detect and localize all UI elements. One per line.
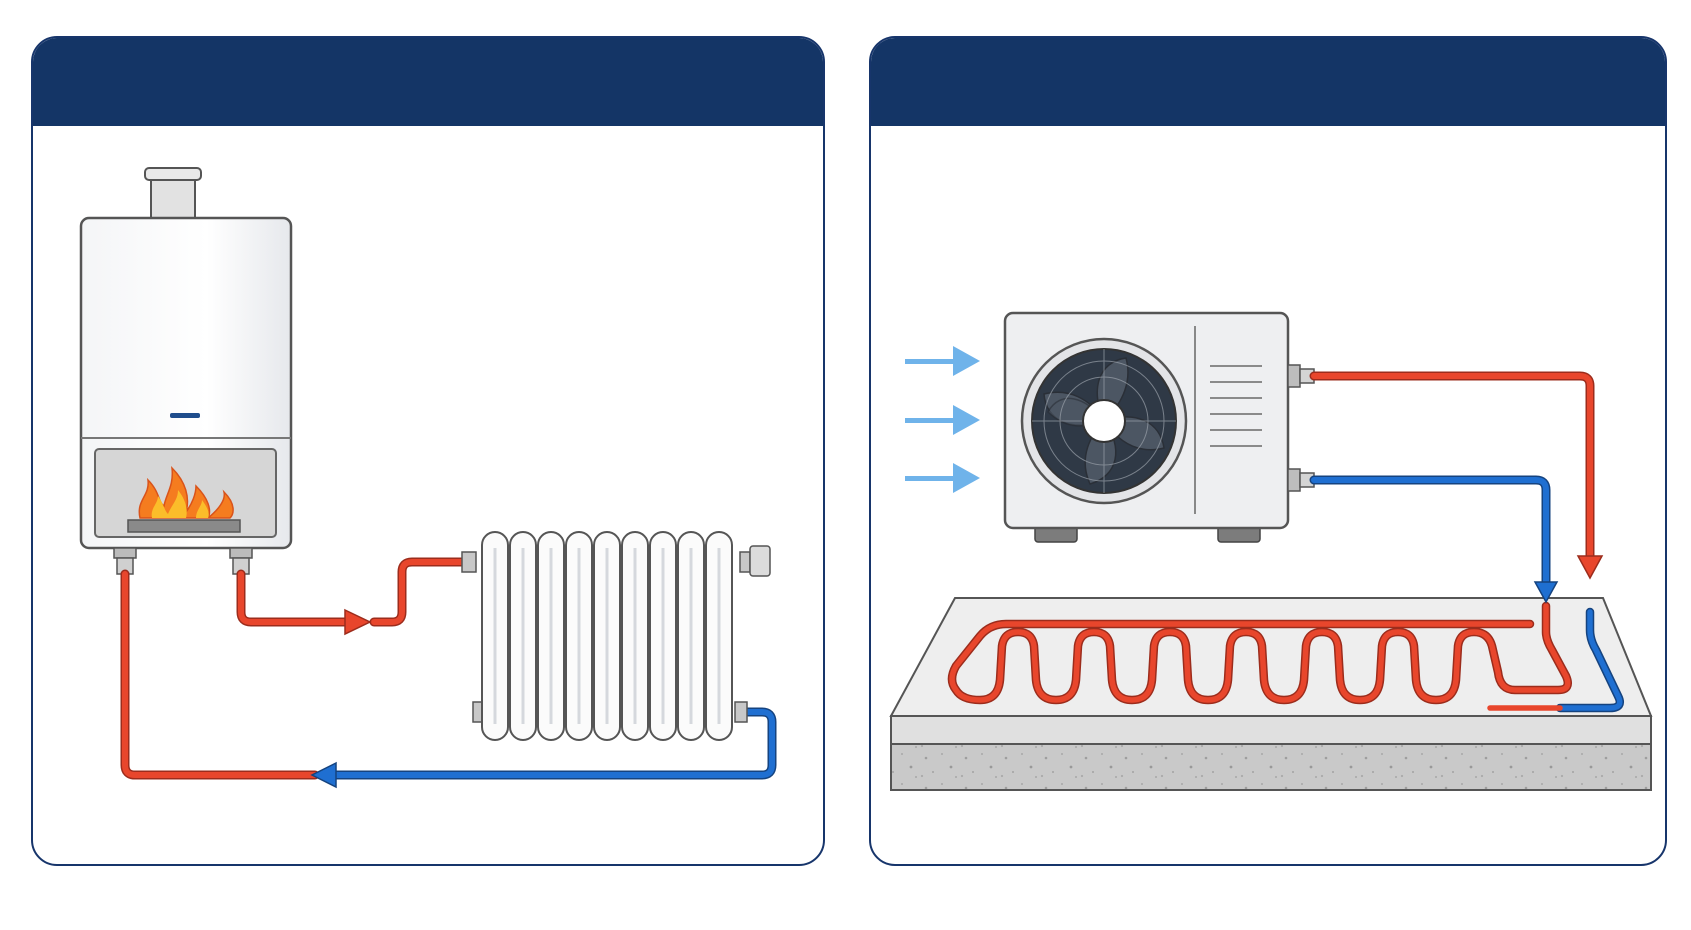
- return-arrow-icon: [1533, 581, 1559, 604]
- heat-pump-flow-pipe: [1309, 371, 1595, 563]
- flow-arrow-icon: [1576, 555, 1604, 580]
- radiator-icon: [461, 531, 771, 741]
- panel-header: [871, 38, 1665, 126]
- gas-boiler-icon: [79, 167, 293, 575]
- heat-pump-return-pipe: [1309, 475, 1551, 587]
- heat-pump-outdoor-unit-icon: [1003, 311, 1315, 543]
- fan-icon: [1020, 337, 1188, 505]
- underfloor-heating-loop-icon: [889, 597, 1653, 791]
- flow-pipe-hot: [120, 557, 467, 780]
- return-pipe-cold: [325, 707, 777, 780]
- flame-icon: [138, 465, 234, 519]
- airflow-arrow-icon: [905, 346, 980, 493]
- return-arrow-icon: [310, 761, 337, 789]
- flow-arrow-icon: [344, 608, 372, 636]
- panel-header: [33, 38, 823, 126]
